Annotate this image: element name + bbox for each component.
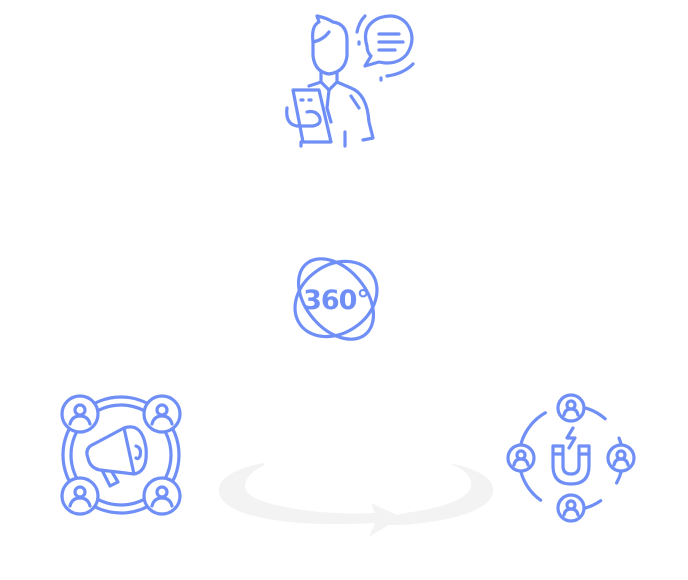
cycle-arrow-right-sweep [377, 463, 494, 525]
cycle-arrow-left-sweep [218, 463, 401, 537]
cycle-arrow-icon [215, 455, 497, 545]
magnet-customers-icon [503, 392, 639, 524]
megaphone-community-icon [58, 392, 184, 518]
360-label: 360° [303, 285, 369, 316]
consultant-icon [283, 12, 419, 148]
360-view-icon: 360° [280, 243, 392, 355]
